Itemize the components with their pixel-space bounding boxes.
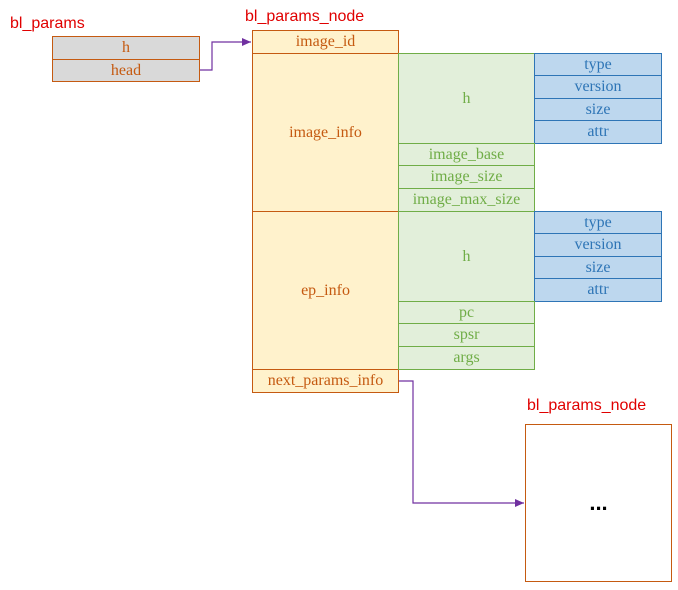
ep-info-spsr: spsr	[398, 323, 535, 347]
ep-info-header-h: h	[398, 211, 535, 302]
ep-info-args: args	[398, 346, 535, 370]
ep-info-header-attr: attr	[534, 278, 662, 302]
ep-info-header-version: version	[534, 233, 662, 257]
bl-params-title: bl_params	[10, 15, 85, 32]
next-node-box: ...	[525, 424, 672, 582]
head-to-node-arrow	[200, 38, 251, 71]
node-ep-info: ep_info	[252, 211, 399, 370]
next-params-to-node-arrow	[399, 380, 524, 507]
node-image-info: image_info	[252, 53, 399, 212]
image-info-header-attr: attr	[534, 120, 662, 144]
next-node-title: bl_params_node	[527, 397, 647, 414]
bl-params-node-title: bl_params_node	[245, 8, 365, 25]
image-info-header-size: size	[534, 98, 662, 121]
ep-info-header-size: size	[534, 256, 662, 279]
ep-info-pc: pc	[398, 301, 535, 324]
node-next-params-info: next_params_info	[252, 369, 399, 393]
image-info-header-version: version	[534, 75, 662, 99]
image-info-image-base: image_base	[398, 143, 535, 166]
bl-params-field-head: head	[52, 59, 200, 82]
image-info-header-h: h	[398, 53, 535, 144]
